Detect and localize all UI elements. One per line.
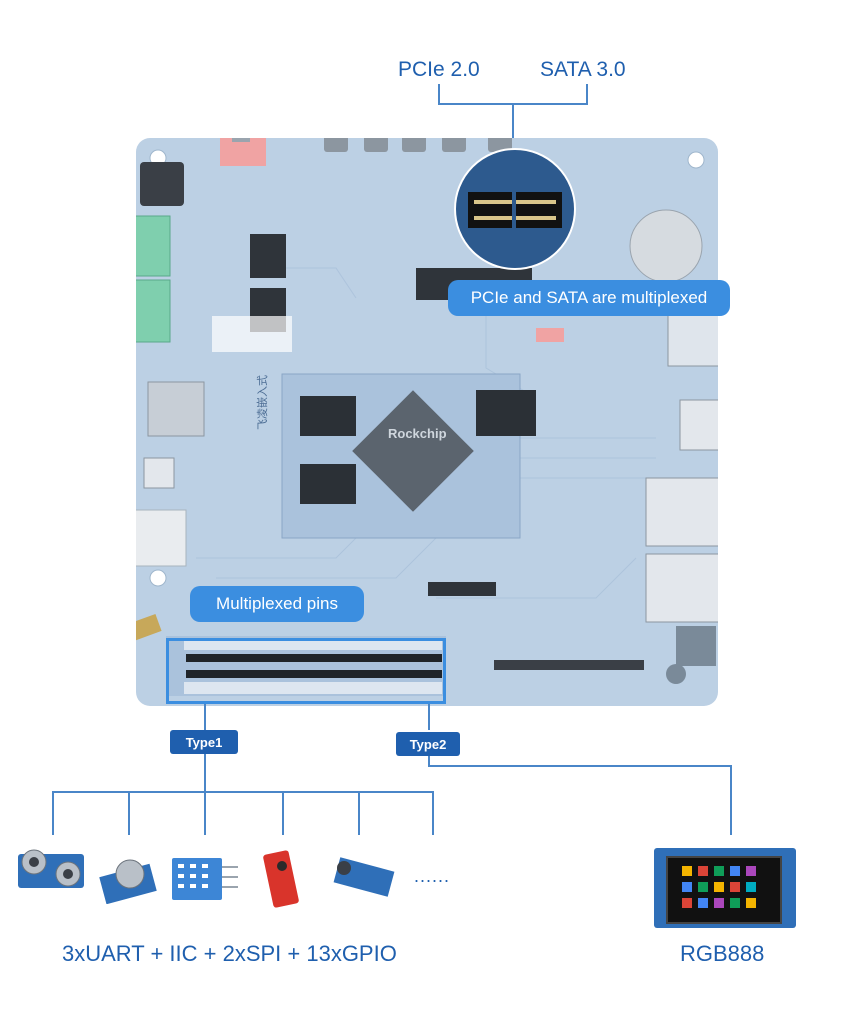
rgb-display-module [654,848,796,928]
type1-trunk [204,754,206,792]
type1-leader [204,704,206,730]
branch-3 [204,791,206,835]
interfaces-label: 3xUART + IIC + 2xSPI + 13xGPIO [62,941,397,966]
pcie-slot-icon [468,192,562,228]
branch-5 [358,791,360,835]
branch-2 [128,791,130,835]
humidity-sensor-icon [172,858,238,900]
pcie-label: PCIe 2.0 [398,58,480,81]
red-sensor-module-icon [263,850,299,908]
type2-leader [428,704,430,730]
type2-down [428,756,430,766]
more-sensors-ellipsis: ...... [414,866,451,886]
pin-header-highlight [166,638,446,704]
gas-sensor-icon [99,859,157,904]
multiplexed-pins-bubble: Multiplexed pins [190,586,364,622]
display-screen [666,856,782,924]
pcie-connector-zoom [454,148,576,270]
type2-to-display [730,765,732,835]
branch-4 [282,791,284,835]
board-brand-text: 飞凌嵌入式 [255,375,269,430]
type1-branch-horizontal [52,791,434,793]
sound-sensor-icon [333,857,395,897]
type2-tag: Type2 [396,732,460,756]
sata-label: SATA 3.0 [540,58,626,81]
type1-tag: Type1 [170,730,238,754]
sata-leader-vertical [586,84,588,104]
app-grid-icon [682,866,756,908]
multiplex-note-bubble: PCIe and SATA are multiplexed [448,280,730,316]
bracket-to-connector [512,103,514,155]
branch-6 [432,791,434,835]
rgb888-label: RGB888 [680,941,765,966]
ultrasonic-sensor-icon [18,849,84,888]
chip-brand-text: Rockchip [388,426,447,441]
pcie-leader-vertical [438,84,440,104]
branch-1 [52,791,54,835]
type2-horizontal [428,765,732,767]
